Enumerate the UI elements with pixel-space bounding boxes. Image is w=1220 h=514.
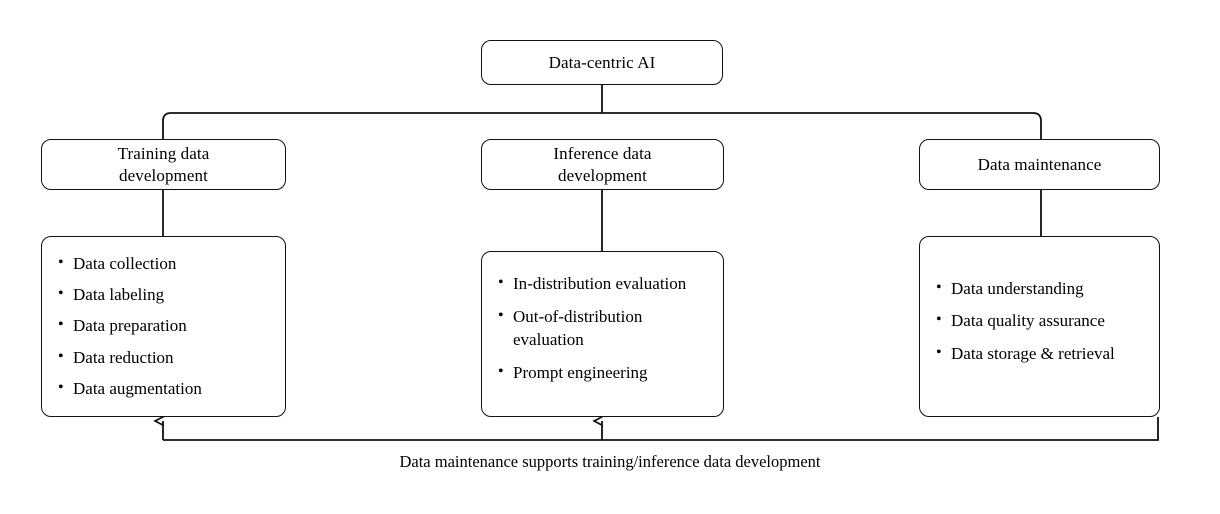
inference-data-development-list: In-distribution evaluation Out-of-distri… [482,273,723,394]
training-data-development-list: Data collection Data labeling Data prepa… [42,253,285,399]
node-inference-data-development-items[interactable]: In-distribution evaluation Out-of-distri… [481,251,724,417]
node-inference-data-development[interactable]: Inference data development [481,139,724,190]
wire-feedback-trunk [163,417,1159,441]
list-item: Data understanding [936,278,1145,300]
list-item: Data quality assurance [936,310,1145,332]
list-item: Data labeling [58,284,271,306]
list-item: Prompt engineering [498,362,689,384]
node-data-maintenance[interactable]: Data maintenance [919,139,1160,190]
node-training-data-development[interactable]: Training data development [41,139,286,190]
list-item: Out-of-distribution evaluation [498,306,689,350]
node-data-centric-ai[interactable]: Data-centric AI [481,40,723,85]
node-data-centric-ai-label: Data-centric AI [548,52,656,72]
node-training-data-development-items[interactable]: Data collection Data labeling Data prepa… [41,236,286,417]
wire-distribution-bar [162,112,1042,139]
list-item: In-distribution evaluation [498,273,689,295]
node-inference-data-development-label: Inference data development [553,143,652,185]
list-item: Data preparation [58,315,271,337]
list-item: Data augmentation [58,378,271,400]
node-training-data-development-label: Training data development [117,143,210,185]
list-item: Data collection [58,253,271,275]
list-item: Data storage & retrieval [936,343,1145,365]
node-data-maintenance-label: Data maintenance [977,154,1102,174]
list-item: Data reduction [58,347,271,369]
data-maintenance-list: Data understanding Data quality assuranc… [920,278,1159,374]
node-data-maintenance-items[interactable]: Data understanding Data quality assuranc… [919,236,1160,417]
feedback-caption: Data maintenance supports training/infer… [399,452,821,471]
